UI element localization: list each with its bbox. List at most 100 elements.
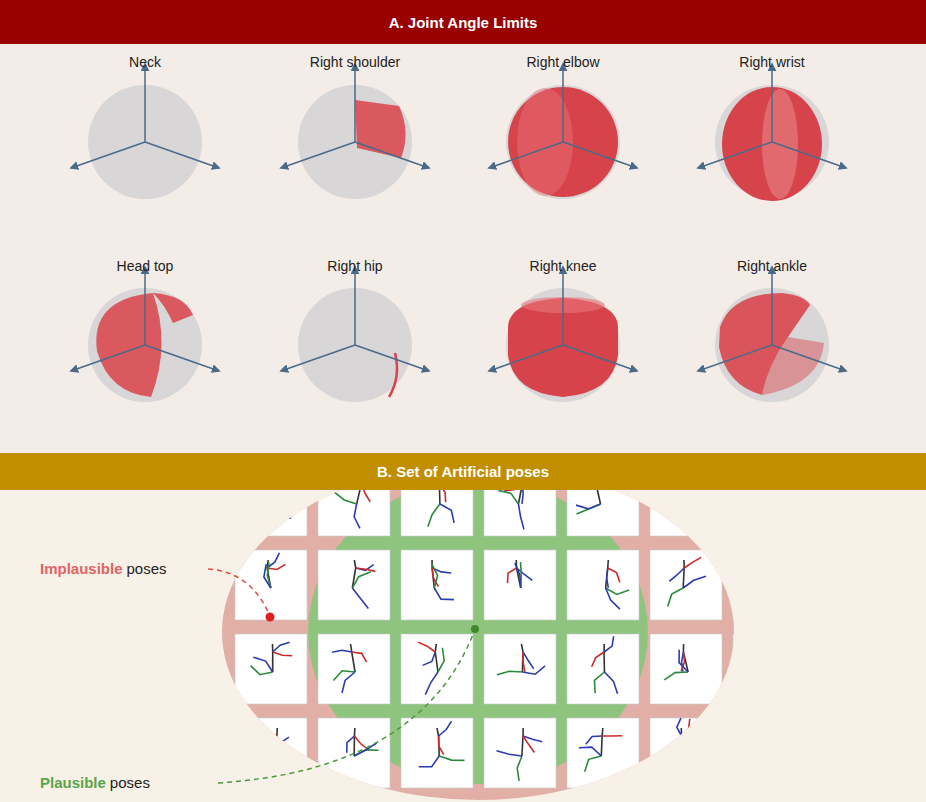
limb <box>259 728 277 736</box>
limb <box>352 652 367 662</box>
limb <box>744 583 769 588</box>
joint-sphere <box>281 267 429 402</box>
limb <box>576 504 600 509</box>
neck <box>771 644 773 652</box>
limb <box>507 568 516 583</box>
torso <box>600 736 602 756</box>
neck <box>354 560 355 568</box>
limb <box>515 563 521 588</box>
limb <box>352 572 370 588</box>
axis <box>489 345 563 371</box>
limb <box>253 657 272 672</box>
torso <box>606 568 608 588</box>
limb <box>586 736 602 744</box>
limb <box>439 736 444 755</box>
limb <box>356 568 376 571</box>
axis <box>144 64 146 142</box>
joint-sphere <box>698 64 846 201</box>
neck <box>607 560 609 568</box>
pose-tile <box>650 550 722 620</box>
limb <box>273 652 292 656</box>
axis <box>144 267 146 345</box>
limb <box>270 736 277 754</box>
neck <box>182 728 184 736</box>
limb <box>686 501 709 509</box>
limb <box>273 642 290 652</box>
joint-name: Right knee <box>530 258 597 274</box>
limb <box>423 652 436 665</box>
axis <box>698 345 772 371</box>
torso <box>272 652 274 672</box>
pose-tile <box>150 718 222 788</box>
limb <box>522 666 545 674</box>
joint-name: Right elbow <box>526 54 599 70</box>
limb <box>604 636 614 652</box>
joint-name: Right hip <box>327 258 382 274</box>
joint-sphere <box>281 64 429 199</box>
limb <box>769 569 783 588</box>
limb <box>173 719 183 736</box>
limb <box>518 504 524 529</box>
limb <box>439 721 452 736</box>
pose-tile <box>567 634 639 704</box>
callout-text: poses <box>110 774 150 791</box>
neck <box>681 728 683 736</box>
axis <box>281 142 355 168</box>
limb <box>771 633 776 652</box>
limb <box>440 504 454 523</box>
callout-text: Implausible <box>40 560 123 577</box>
neck <box>521 644 523 652</box>
limb <box>272 737 289 756</box>
limb <box>497 751 522 756</box>
limb <box>608 568 620 582</box>
pose-tile <box>567 550 639 620</box>
torso <box>771 652 772 672</box>
torso <box>352 652 355 672</box>
axis <box>489 142 563 168</box>
axis <box>354 267 356 345</box>
limb <box>682 719 690 736</box>
torso <box>186 652 191 672</box>
limb <box>683 576 706 588</box>
leader-dot <box>266 613 275 622</box>
joint-name: Right ankle <box>737 258 807 274</box>
joint-sphere <box>71 267 219 402</box>
limb <box>607 568 609 588</box>
limb <box>577 504 601 514</box>
limit-region <box>355 100 406 158</box>
pose-tile <box>484 634 556 704</box>
limb <box>354 504 360 528</box>
limb <box>679 650 688 672</box>
limb <box>439 756 464 760</box>
pose-tile <box>235 718 307 788</box>
neck <box>351 644 352 652</box>
torso <box>769 568 773 588</box>
limb <box>684 756 707 764</box>
limb <box>352 588 368 609</box>
limb <box>523 652 525 672</box>
callout-text: Plausible <box>40 774 106 791</box>
joint-name: Head top <box>117 258 174 274</box>
pose-tile <box>401 718 473 788</box>
limb <box>684 557 701 568</box>
limb <box>272 756 292 772</box>
axis <box>145 345 219 371</box>
limb <box>183 736 188 754</box>
torso <box>435 652 438 672</box>
limb <box>585 756 602 772</box>
limb <box>497 671 522 675</box>
axis <box>562 64 564 142</box>
limb <box>332 650 352 652</box>
pose-tile <box>318 634 390 704</box>
axis <box>771 267 773 345</box>
limb <box>164 660 187 672</box>
axis <box>562 267 564 345</box>
limb <box>684 756 707 765</box>
neck <box>354 728 356 736</box>
limb <box>163 672 186 683</box>
neck <box>437 728 439 736</box>
axis <box>354 64 356 142</box>
pose-tile <box>318 550 390 620</box>
axis <box>281 345 355 371</box>
limb <box>264 564 271 588</box>
